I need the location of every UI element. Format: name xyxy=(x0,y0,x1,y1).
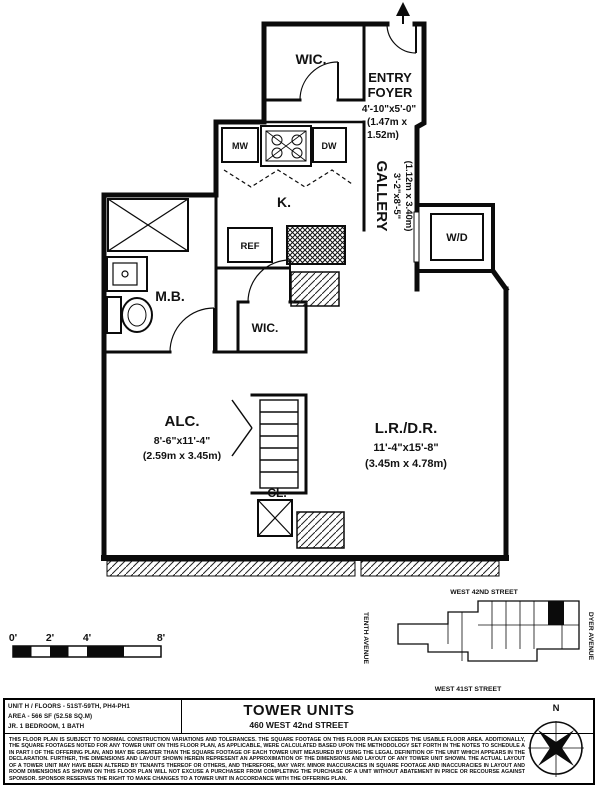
window-hatch-left xyxy=(106,560,356,577)
building-title: TOWER UNITS xyxy=(243,702,355,719)
entry-foyer-metric-2: 1.52m) xyxy=(367,130,399,141)
unit-info: UNIT H / FLOORS - 51ST-59TH, PH4-PH1 ARE… xyxy=(8,702,178,732)
exterior-walls xyxy=(101,21,510,561)
refrigerator-label: REF xyxy=(241,241,260,252)
upper-cabinet-dashes xyxy=(223,169,353,188)
scale-tick-2: 2' xyxy=(46,632,54,644)
room-labels: WIC. ENTRY FOYER 4'-10"x5'-0" (1.47m x 1… xyxy=(143,51,468,500)
title-block-horizontal-divider xyxy=(5,733,593,734)
microwave-box xyxy=(221,127,259,163)
street-north-label: WEST 42ND STREET xyxy=(450,589,518,596)
refrigerator-box xyxy=(227,227,273,263)
living-dining-metric: (3.45m x 4.78m) xyxy=(365,458,447,470)
alcove-metric: (2.59m x 3.45m) xyxy=(143,450,221,462)
street-south-label: WEST 41ST STREET xyxy=(435,686,502,693)
entry-door-arc xyxy=(386,23,417,54)
building-heading: TOWER UNITS 460 WEST 42nd STREET xyxy=(105,702,493,730)
scale-bar: 0' 2' 4' 8' xyxy=(9,632,165,658)
unit-line: UNIT H / FLOORS - 51ST-59TH, PH4-PH1 xyxy=(8,703,130,710)
washer-dryer-label: W/D xyxy=(446,232,467,244)
dishwasher-label: DW xyxy=(322,141,337,151)
shower-icon xyxy=(107,198,189,252)
scale-tick-0: 0' xyxy=(9,632,17,644)
toilet-icon xyxy=(106,296,153,334)
closet-label: CL. xyxy=(267,486,286,500)
floor-plan-drawing: WIC. ENTRY FOYER 4'-10"x5'-0" (1.47m x 1… xyxy=(9,2,594,693)
living-dining-label: L.R./D.R. xyxy=(375,420,438,437)
hall-wic-label: WIC. xyxy=(252,321,279,335)
unit-highlight xyxy=(548,601,564,625)
range-icon xyxy=(260,125,312,167)
gallery-dims: 3'-2"x8'-5" xyxy=(391,173,402,219)
type-line: JR. 1 BEDROOM, 1 BATH xyxy=(8,722,85,730)
closet-shelving-icon xyxy=(259,399,299,489)
entry-arrow-icon xyxy=(396,2,410,24)
wic-top-label: WIC. xyxy=(295,51,326,67)
column-icon xyxy=(257,499,293,537)
entry-foyer-label-2: FOYER xyxy=(368,85,413,100)
hall-closet-door-arc xyxy=(247,259,291,303)
dishwasher-box xyxy=(312,127,347,163)
microwave-label: MW xyxy=(232,141,248,151)
interior-walls xyxy=(102,22,366,495)
entry-foyer-metric-1: (1.47m x xyxy=(367,117,407,128)
scale-tick-8: 8' xyxy=(157,632,165,644)
scale-tick-4: 4' xyxy=(83,632,91,644)
master-bath-door-arc xyxy=(169,307,215,353)
gallery-metric: (1.12m x 3.40m) xyxy=(403,161,414,232)
wd-door xyxy=(413,211,420,263)
site-map: WEST 42ND STREET WEST 41ST STREET TENTH … xyxy=(362,589,594,693)
cooktop-icon xyxy=(286,225,346,265)
shaft-hatch xyxy=(296,511,345,549)
compass: N xyxy=(523,701,589,783)
entry-foyer-dims: 4'-10"x5'-0" xyxy=(362,104,417,115)
compass-north-label: N xyxy=(553,703,560,714)
gallery-label: GALLERY xyxy=(373,160,390,231)
alcove-opening-jambs xyxy=(231,399,253,457)
compass-rose-icon: N xyxy=(528,703,584,777)
kitchen-label: K. xyxy=(277,194,291,210)
avenue-west-label: TENTH AVENUE xyxy=(362,612,369,665)
counter-hatch xyxy=(290,271,340,307)
area-line: AREA - 566 SF (52.58 SQ.M) xyxy=(8,712,93,720)
alcove-label: ALC. xyxy=(165,413,200,430)
title-block-vertical-divider xyxy=(181,700,182,733)
wic-door-arc xyxy=(299,61,339,101)
master-bath-label: M.B. xyxy=(155,288,185,304)
entry-foyer-label-1: ENTRY xyxy=(368,70,412,85)
washer-dryer-box xyxy=(430,213,484,261)
sink-icon xyxy=(106,256,148,292)
alcove-dims: 8'-6"x11'-4" xyxy=(154,435,210,447)
disclaimer-text: THIS FLOOR PLAN IS SUBJECT TO NORMAL CON… xyxy=(9,737,525,782)
building-address: 460 WEST 42nd STREET xyxy=(249,720,349,730)
kitchen-fixtures xyxy=(221,125,353,307)
window-hatch-right xyxy=(360,560,500,577)
master-bath-fixtures xyxy=(106,198,189,334)
living-dining-dims: 11'-4"x15'-8" xyxy=(373,442,438,454)
avenue-east-label: DYER AVENUE xyxy=(587,612,594,661)
title-block: UNIT H / FLOORS - 51ST-59TH, PH4-PH1 ARE… xyxy=(3,698,595,785)
